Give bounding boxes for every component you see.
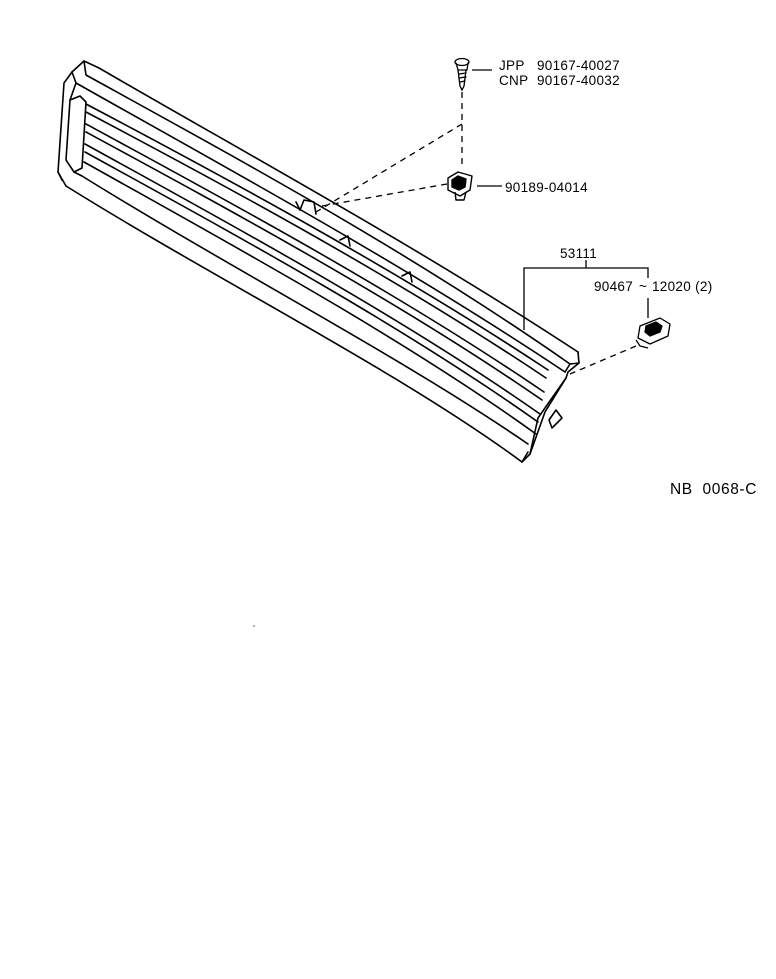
screw-jpp-part-number: 90167-40027 [537, 58, 620, 73]
screw-jpp-region: JPP [499, 58, 525, 73]
clip-part-icon [447, 171, 473, 201]
bracket-part-suffix: 12020 (2) [652, 279, 713, 294]
screw-cnp-region: CNP [499, 73, 528, 88]
bracket-part-tilde: ~ [639, 279, 647, 294]
bracket-part-icon [635, 317, 671, 349]
diagram-reference-code: NB 0068-C [670, 481, 757, 498]
radiator-grille [57, 60, 580, 463]
clip-part-number: 90189-04014 [505, 180, 588, 195]
scan-speck [253, 625, 255, 627]
screw-part-icon [454, 57, 470, 92]
bracket-part-number: 90467 [594, 279, 633, 294]
screw-cnp-part-number: 90167-40032 [537, 73, 620, 88]
dashed-leader-lines [315, 92, 637, 375]
callout-lines [472, 69, 649, 330]
grille-part-number: 53111 [560, 246, 597, 261]
